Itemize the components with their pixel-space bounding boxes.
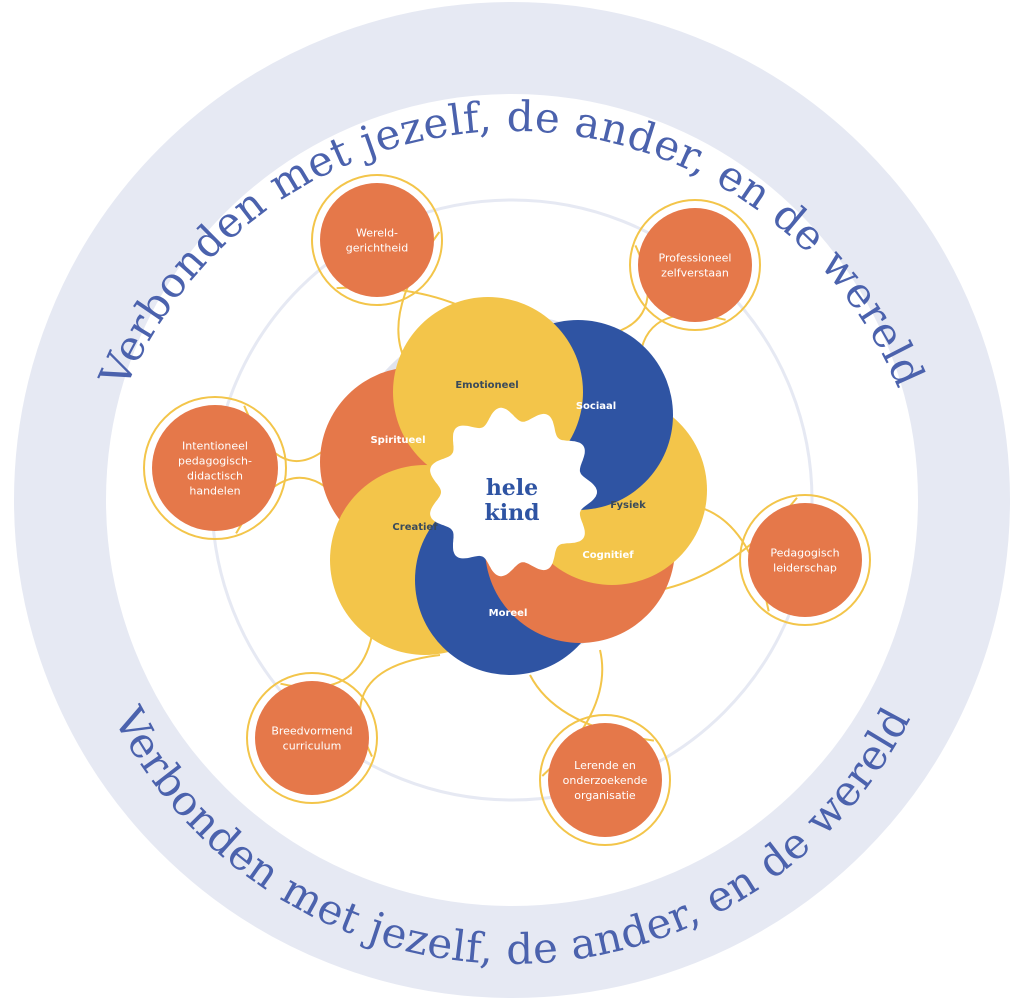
- node-2[interactable]: Intentioneel pedagogisch-didactisch handel…: [152, 405, 278, 531]
- node-circle[interactable]: [748, 503, 862, 617]
- node-loop: [739, 494, 871, 626]
- node-label: pedagogisch-: [178, 455, 252, 468]
- node-label: Intentioneel: [182, 440, 248, 453]
- node-label: handelen: [189, 485, 240, 498]
- node-label: curriculum: [283, 740, 342, 753]
- node-5[interactable]: Lerende en onderzoekende organisatie: [548, 723, 662, 837]
- connector-line: [359, 654, 441, 758]
- node-loop: [629, 199, 761, 331]
- node-0[interactable]: Wereld-gerichtheid: [320, 183, 434, 297]
- node-1[interactable]: Professioneel zelfverstaan: [638, 208, 752, 322]
- node-loop: [311, 174, 443, 306]
- petal-label: Creatief: [392, 522, 438, 533]
- node-label: didactisch: [187, 470, 243, 483]
- node-label: gerichtheid: [346, 242, 408, 255]
- node-label: Wereld-: [356, 227, 398, 240]
- center-label-line2: kind: [485, 500, 540, 526]
- node-3[interactable]: Pedagogisch leiderschap: [748, 503, 862, 617]
- center-star-shape: [430, 407, 597, 577]
- node-label: Lerende en: [574, 759, 636, 772]
- node-circle[interactable]: [152, 405, 278, 531]
- node-loop: [143, 396, 287, 540]
- petal-label: Moreel: [489, 608, 528, 619]
- node-label: organisatie: [574, 789, 636, 802]
- node-label: onderzoekende: [563, 774, 648, 787]
- ring-text-bottom: Verbonden met jezelf, de ander, en de we…: [104, 698, 920, 974]
- node-circle[interactable]: [638, 208, 752, 322]
- petal-label: Sociaal: [576, 401, 616, 412]
- node-label: Professioneel: [659, 252, 732, 265]
- node-4[interactable]: Breedvormend curriculum: [255, 681, 369, 795]
- center-label-line1: hele: [486, 475, 538, 501]
- node-label: Breedvormend: [271, 725, 352, 738]
- node-label: leiderschap: [773, 562, 837, 575]
- node-loop: [246, 672, 378, 804]
- node-label: zelfverstaan: [661, 267, 729, 280]
- petal-label: Spiritueel: [370, 435, 425, 446]
- outer-ring: [14, 2, 1010, 998]
- petal-label: Fysiek: [610, 500, 646, 511]
- node-loop: [539, 714, 671, 846]
- node-circle[interactable]: [320, 183, 434, 297]
- node-circle[interactable]: [548, 723, 662, 837]
- node-circle[interactable]: [255, 681, 369, 795]
- petal-label: Emotioneel: [455, 380, 518, 391]
- petal-label: Cognitief: [582, 550, 634, 561]
- node-label: Pedagogisch: [770, 547, 839, 560]
